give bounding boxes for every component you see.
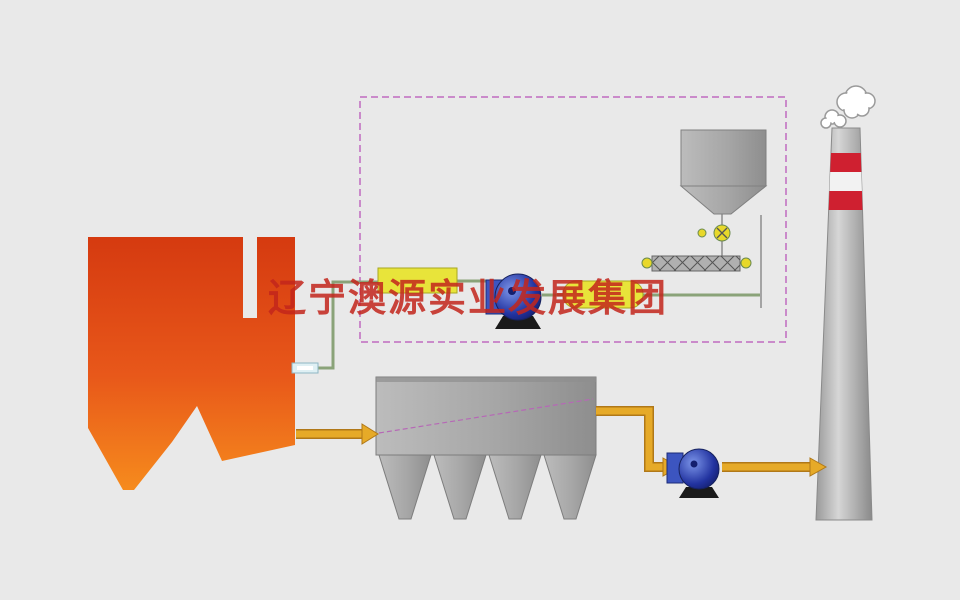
equipment-capsule <box>562 280 644 309</box>
boiler <box>88 237 295 490</box>
chimney-red-stripe <box>816 191 872 210</box>
dashed-enclosure <box>359 96 787 343</box>
dust-collector <box>375 376 597 520</box>
booster-fan-icon <box>485 273 542 329</box>
chimney-white-stripe <box>816 172 872 191</box>
hopper-2 <box>433 454 487 520</box>
equipment-box <box>377 267 458 294</box>
chimney <box>815 127 873 521</box>
flow-arrow-fan-to-chimney <box>722 457 828 477</box>
screw-conveyor <box>641 255 752 272</box>
boiler-outlet-valve <box>291 362 319 374</box>
chimney-red-stripe <box>816 153 872 172</box>
storage-silo <box>679 129 768 215</box>
rotary-valve-icon <box>697 224 731 242</box>
hopper-3 <box>488 454 542 520</box>
silo-discharge-lines <box>721 214 762 308</box>
smoke-icon <box>820 85 876 129</box>
induced-draft-fan-icon <box>666 448 720 498</box>
flow-arrow-boiler-to-collector <box>296 423 379 445</box>
hopper-1 <box>378 454 432 520</box>
hopper-4 <box>543 454 597 520</box>
